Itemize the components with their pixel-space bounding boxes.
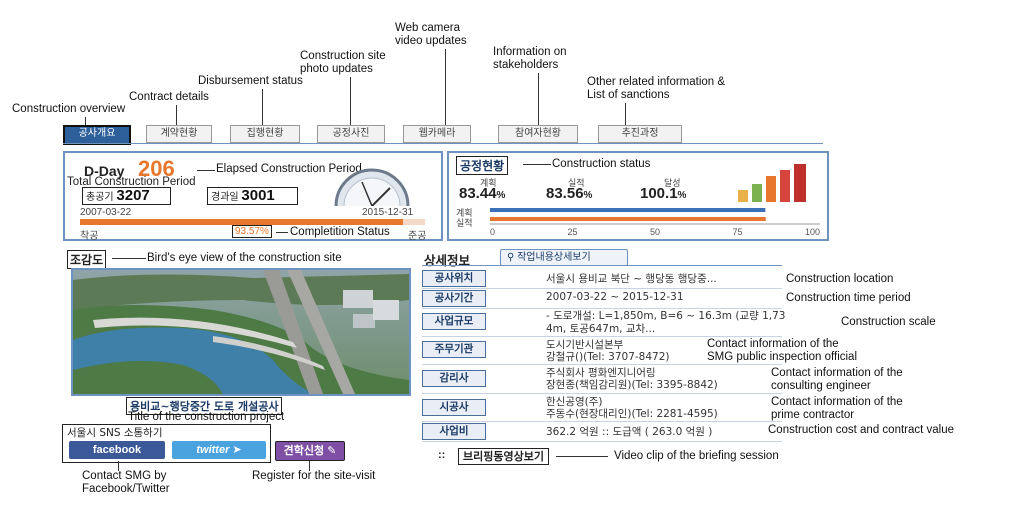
search-icon: ⚲ [507,252,515,263]
tick-label: 75 [732,227,742,236]
total-days-value: 3207 [116,187,150,204]
elapsed-days-box: 경과일 3001 [207,187,298,205]
annotation-photo: Construction site photo updates [300,50,386,75]
annotation-disbursement: Disbursement status [198,75,303,87]
annotation-video: Video clip of the briefing session [614,450,779,462]
bar-plan-label: 계획 [456,208,473,218]
annotation-consulting: Contact information of the consulting en… [771,367,903,392]
annotation-overview: Construction overview [12,103,126,115]
annotation-cost: Construction cost and contract value [768,424,955,436]
plan-label: 계획 [480,178,497,188]
clock-icon [334,168,410,206]
twitter-button[interactable]: twitter ➤ [172,441,266,459]
annotation-elapsed: Elapsed Construction Period [216,163,362,175]
tag-consulting: 감리사 [422,370,486,387]
annotation-other: Other related information & List of sanc… [587,76,726,101]
tick-label: 50 [650,227,660,236]
tick-label: 25 [567,227,577,236]
bar-chart-icon [738,164,806,202]
elapsed-days-value: 3001 [241,187,275,204]
annotation-webcam: Web camera video updates [395,22,467,47]
plan-value: 83.44% [459,185,506,202]
video-prefix: :: [438,449,446,461]
sns-box [62,424,271,463]
site-visit-button[interactable]: 견학신청 ✎ [275,441,345,461]
tab-webcam[interactable]: 웹카메라 [403,125,471,143]
annotation-status: Construction status [552,158,651,170]
tab-stakeholders[interactable]: 참여자현황 [498,125,578,143]
annotation-register: Register for the site-visit [252,470,376,482]
tag-location: 공사위치 [422,270,486,287]
tag-scale: 사업규모 [422,313,486,330]
value-scale: - 도로개설: L=1,850m, B=6 ~ 16.3m (교량 1,73 [546,310,786,322]
tag-cost: 사업비 [422,423,486,440]
end-label: 준공 [408,231,427,242]
value-cost: 362.2 억원 :: 도급액 ( 263.0 억원 ) [546,426,713,438]
twitter-bird-icon: ➤ [232,444,242,456]
birdseye-title: 조감도 [67,250,107,269]
value-inspection: 도시기반시설본부 [546,339,624,351]
value-location: 서울시 용비교 북단 ~ 행당동 행당중... [546,273,717,285]
tag-period: 공사기간 [422,290,486,307]
start-date: 2007-03-22 [80,207,132,218]
status-bar-chart: 0 25 50 75 100 [490,208,820,236]
tick-label: 0 [490,227,495,236]
bar-actual [490,217,766,221]
tab-photo[interactable]: 공정사진 [317,125,385,143]
project-title: 용비교~행당중간 도로 개설공사 [126,397,283,415]
annotation-completion: Completition Status [290,226,390,238]
end-date: 2015-12-31 [362,207,414,218]
tab-other[interactable]: 추진과정 [598,125,682,143]
detail-button[interactable]: ⚲ 작업내용상세보기 [500,249,628,266]
pencil-icon: ✎ [327,445,337,457]
annotation-contract: Contract details [129,91,209,103]
tag-inspection: 주무기관 [422,341,486,358]
value-prime-2: 주동수(현장대리인)(Tel: 2281-4595) [546,408,718,420]
rate-label: 달성 [664,178,681,188]
annotation-prime: Contact information of the prime contrac… [771,396,903,421]
actual-label: 실적 [568,178,585,188]
annotation-period: Construction time period [786,292,911,304]
tab-contract[interactable]: 계약현황 [146,125,212,143]
progress-fill [80,219,403,225]
annotation-title: Title of the construction project [128,411,285,423]
tick-label: 100 [805,227,820,236]
sns-title: 서울시 SNS 소통하기 [67,427,163,439]
annotation-inspection: Contact information of the SMG public in… [707,338,857,363]
value-period: 2007-03-22 ~ 2015-12-31 [546,291,684,303]
dday-label: D-Day [84,163,125,179]
birdseye-image [71,268,411,396]
value-consulting: 주식회사 평화엔지니어링 [546,367,656,379]
value-prime: 한신공영(주) [546,396,603,408]
bar-plan [490,208,766,212]
total-days-box: 총공기 3207 [82,187,171,205]
bar-actual-label: 실적 [456,218,473,228]
value-consulting-2: 장현종(책임감리원)(Tel: 3395-8842) [546,379,718,391]
progress-percent: 93.57% [232,225,272,238]
facebook-button[interactable]: facebook [69,441,165,459]
status-panel [447,151,829,241]
tag-prime: 시공사 [422,399,486,416]
actual-value: 83.56% [546,185,593,202]
annotation-birdseye: Bird's eye view of the construction site [147,252,342,264]
rate-value: 100.1% [640,185,687,202]
dday-value: 206 [138,156,175,181]
annotation-stakeholders: Information on stakeholders [493,46,567,71]
value-inspection-2: 강철규()(Tel: 3707-8472) [546,351,670,363]
annotation-location: Construction location [786,273,894,285]
status-title: 공정현황 [456,156,509,175]
annotation-scale: Construction scale [841,316,936,328]
briefing-video-button[interactable]: 브리핑동영상보기 [458,448,549,465]
total-period-label: Total Construction Period [67,176,196,188]
value-scale-2: 4m, 토공647m, 교차... [546,323,656,335]
tab-disbursement[interactable]: 집행현황 [230,125,300,143]
annotation-sns: Contact SMG by Facebook/Twitter [82,470,170,495]
detail-title: 상세정보 [424,253,471,268]
tab-overview[interactable]: 공사개요 [63,125,131,145]
start-label: 착공 [80,231,99,242]
